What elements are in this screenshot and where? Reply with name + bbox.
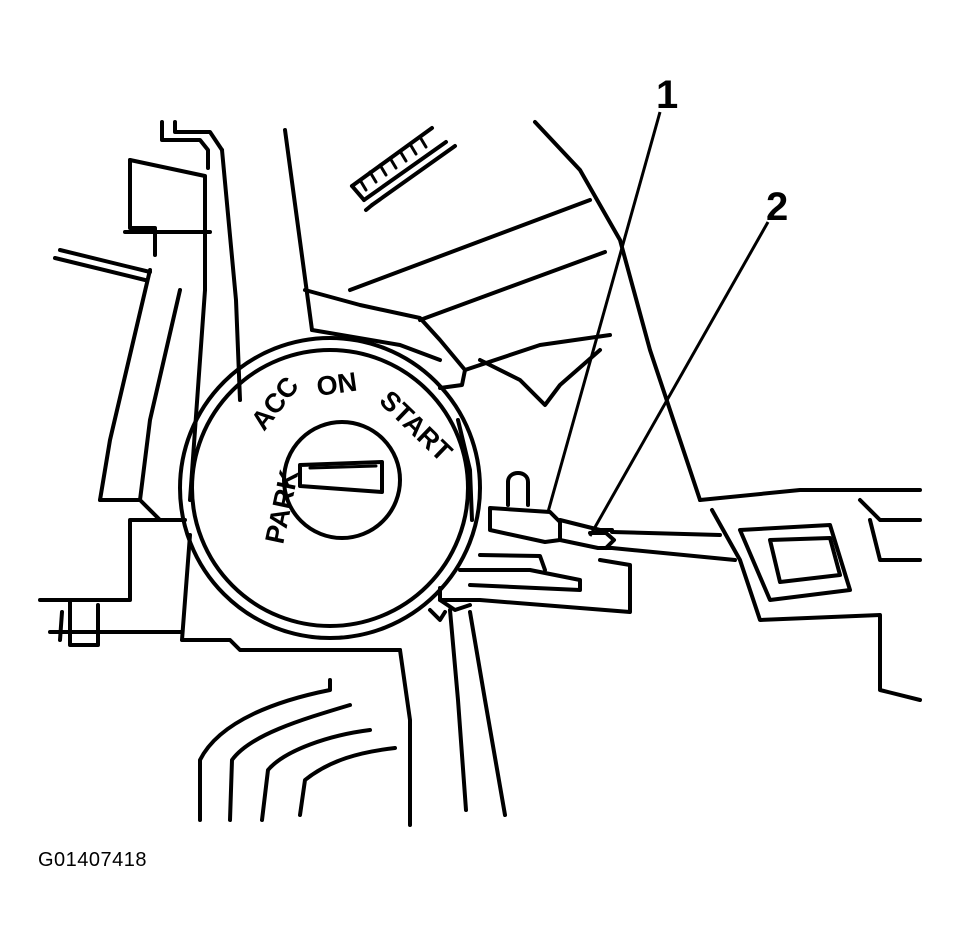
leader-line-1 <box>546 111 662 513</box>
shift-interlock-cable <box>488 471 737 562</box>
label-park: PARK <box>260 467 305 547</box>
callout-1: 1 <box>546 73 678 513</box>
leader-line-2 <box>588 221 770 537</box>
lower-column <box>198 608 507 827</box>
callout-label-1: 1 <box>656 73 678 117</box>
connector-clip <box>350 126 457 212</box>
figure-id: G01407418 <box>38 849 148 871</box>
right-panel <box>710 498 922 702</box>
key-slot <box>282 420 402 540</box>
label-start: START <box>374 385 458 468</box>
label-acc: ACC <box>245 371 305 436</box>
ignition-position-labels: PARK ACC ON START <box>245 367 458 547</box>
ignition-lock-cylinder <box>178 336 482 652</box>
callout-label-2: 2 <box>766 185 788 229</box>
callout-2: 2 <box>588 185 788 537</box>
switch-bracket <box>428 553 632 622</box>
label-on: ON <box>315 367 359 402</box>
upper-shroud <box>283 120 922 502</box>
steering-column-housing <box>38 120 242 647</box>
